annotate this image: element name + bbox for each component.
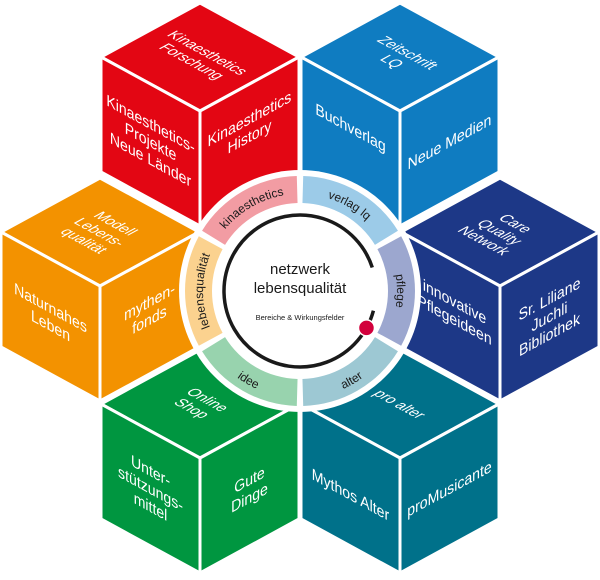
center-subtitle: Bereiche & Wirkungsfelder (256, 313, 345, 322)
cube-pflege-right-face[interactable] (498, 230, 600, 403)
center-hub: netzwerk lebensqualität Bereiche & Wirku… (254, 261, 347, 322)
red-dot-marker (357, 319, 376, 337)
ring-label-text: lebensqualität (192, 250, 213, 331)
cube-lebensqualitaet-top-label[interactable]: ModellLebens-qualität (53, 207, 145, 257)
ring-segment-0[interactable] (202, 176, 298, 245)
cube-idee-right-face[interactable] (198, 402, 301, 575)
cube-lebensqualitaet: ModellLebens-qualitätNaturnahesLebenmyth… (0, 176, 201, 403)
ring-segment-3[interactable] (302, 337, 398, 406)
ring-segment-5[interactable] (184, 236, 223, 346)
ring-segment-1[interactable] (302, 176, 398, 245)
ring-segment-4[interactable] (202, 337, 298, 406)
cube-kinaesthetics: KinaestheticsForschungKinaesthetics-Proj… (99, 1, 301, 228)
center-title-line2: lebensqualität (254, 280, 347, 297)
center-title-line1: netzwerk (270, 261, 331, 278)
inner-background (214, 205, 386, 377)
cube-alter-right-face[interactable] (398, 402, 501, 575)
ring-segment-2[interactable] (377, 236, 415, 346)
ring-label-5[interactable]: lebensqualität (192, 250, 213, 331)
center-circle-arc (222, 213, 376, 369)
ring-label-2[interactable]: pflege (393, 273, 408, 309)
cube-verlag-right-face[interactable] (398, 55, 501, 228)
ring-label-text: pflege (393, 273, 408, 309)
